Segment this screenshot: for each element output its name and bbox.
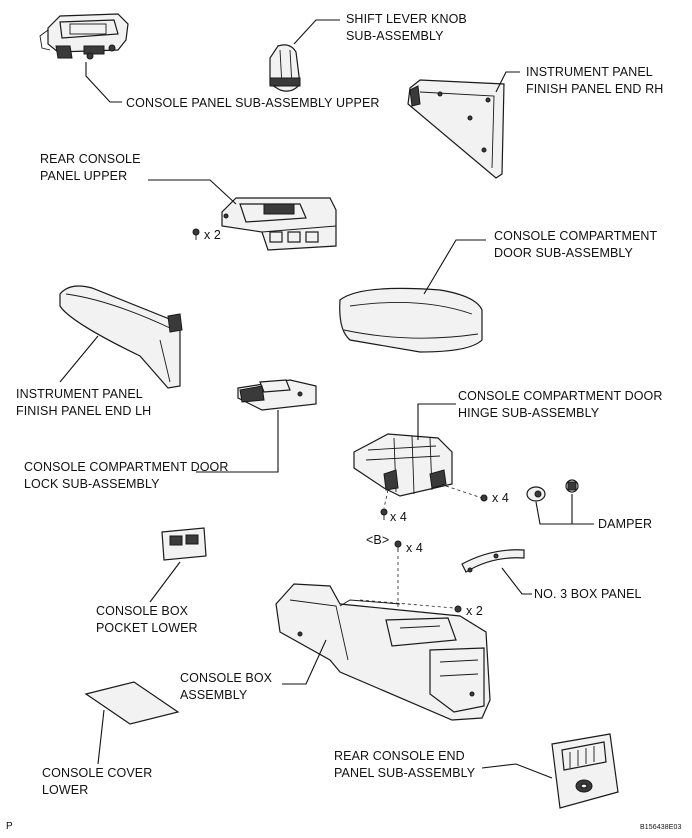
console-panel-upper-part xyxy=(39,13,129,60)
door-lock-part xyxy=(237,379,317,411)
console-box-part xyxy=(275,583,491,721)
label-rear-console-upper-2: PANEL UPPER xyxy=(40,169,128,183)
leader-shift-knob xyxy=(293,19,340,45)
corner-marker: P xyxy=(6,821,13,832)
pocket-lower-part xyxy=(161,527,207,561)
qty-box: x 2 xyxy=(466,604,483,618)
label-door-lock-2: LOCK SUB-ASSEMBLY xyxy=(24,477,160,491)
cover-lower-part xyxy=(84,681,180,725)
label-compartment-door-2: DOOR SUB-ASSEMBLY xyxy=(494,246,633,260)
leader-ip-lh xyxy=(59,335,99,383)
label-no3-box-panel: NO. 3 BOX PANEL xyxy=(534,587,642,601)
label-ip-rh-1: INSTRUMENT PANEL xyxy=(526,65,653,79)
label-pocket-lower-2: POCKET LOWER xyxy=(96,621,198,635)
screw-rear-console xyxy=(192,228,200,240)
compartment-door-part xyxy=(339,287,483,353)
shift-lever-knob-part xyxy=(269,44,301,92)
leader-no3-box-panel xyxy=(501,567,532,595)
leader-console-panel-upper xyxy=(85,62,122,103)
label-ip-lh-2: FINISH PANEL END LH xyxy=(16,404,152,418)
label-console-panel-upper: CONSOLE PANEL SUB-ASSEMBLY UPPER xyxy=(126,96,380,110)
bolt-b xyxy=(394,540,402,656)
qty-bolt-b: x 4 xyxy=(406,541,423,555)
qty-hinge-right: x 4 xyxy=(492,491,509,505)
leader-door-lock xyxy=(196,410,279,473)
label-rear-end-panel-2: PANEL SUB-ASSEMBLY xyxy=(334,766,476,780)
rear-console-panel-upper-part xyxy=(221,197,337,251)
figure-id: B156438E03 xyxy=(640,824,682,831)
damper-part xyxy=(526,479,579,502)
qty-rear-console: x 2 xyxy=(204,228,221,242)
label-shift-knob-2: SUB-ASSEMBLY xyxy=(346,29,444,43)
leader-door-hinge xyxy=(417,403,456,440)
label-bolt-b: <B> xyxy=(366,533,390,547)
label-cover-lower-2: LOWER xyxy=(42,783,89,797)
rear-end-panel-part xyxy=(551,733,619,809)
screw-box-side xyxy=(359,599,462,613)
label-compartment-door-1: CONSOLE COMPARTMENT xyxy=(494,229,658,243)
qty-hinge-left: x 4 xyxy=(390,510,407,524)
leader-console-box xyxy=(282,639,327,685)
label-pocket-lower-1: CONSOLE BOX xyxy=(96,604,189,618)
no3-box-panel-part xyxy=(461,549,525,573)
label-rear-end-panel-1: REAR CONSOLE END xyxy=(334,749,465,763)
screw-hinge-right xyxy=(445,485,488,502)
ip-finish-panel-lh-part xyxy=(59,285,183,389)
leader-rear-end-panel xyxy=(481,763,553,779)
label-ip-lh-1: INSTRUMENT PANEL xyxy=(16,387,143,401)
label-console-box-1: CONSOLE BOX xyxy=(180,671,273,685)
screw-hinge-left xyxy=(380,489,389,520)
label-damper: DAMPER xyxy=(598,517,653,531)
ip-finish-panel-rh-part xyxy=(407,79,505,179)
label-ip-rh-2: FINISH PANEL END RH xyxy=(526,82,664,96)
label-shift-knob-1: SHIFT LEVER KNOB xyxy=(346,12,467,26)
door-hinge-part xyxy=(353,433,453,497)
label-cover-lower-1: CONSOLE COVER xyxy=(42,766,153,780)
leader-ip-rh xyxy=(495,71,520,93)
leader-pocket-lower xyxy=(149,561,181,603)
label-rear-console-upper-1: REAR CONSOLE xyxy=(40,152,141,166)
leader-rear-console-upper xyxy=(148,179,237,205)
label-console-box-2: ASSEMBLY xyxy=(180,688,248,702)
label-door-hinge-1: CONSOLE COMPARTMENT DOOR xyxy=(458,389,663,403)
leader-cover-lower xyxy=(97,709,105,765)
leader-damper xyxy=(535,494,594,525)
label-door-lock-1: CONSOLE COMPARTMENT DOOR xyxy=(24,460,229,474)
leader-compartment-door xyxy=(423,239,486,295)
label-door-hinge-2: HINGE SUB-ASSEMBLY xyxy=(458,406,600,420)
